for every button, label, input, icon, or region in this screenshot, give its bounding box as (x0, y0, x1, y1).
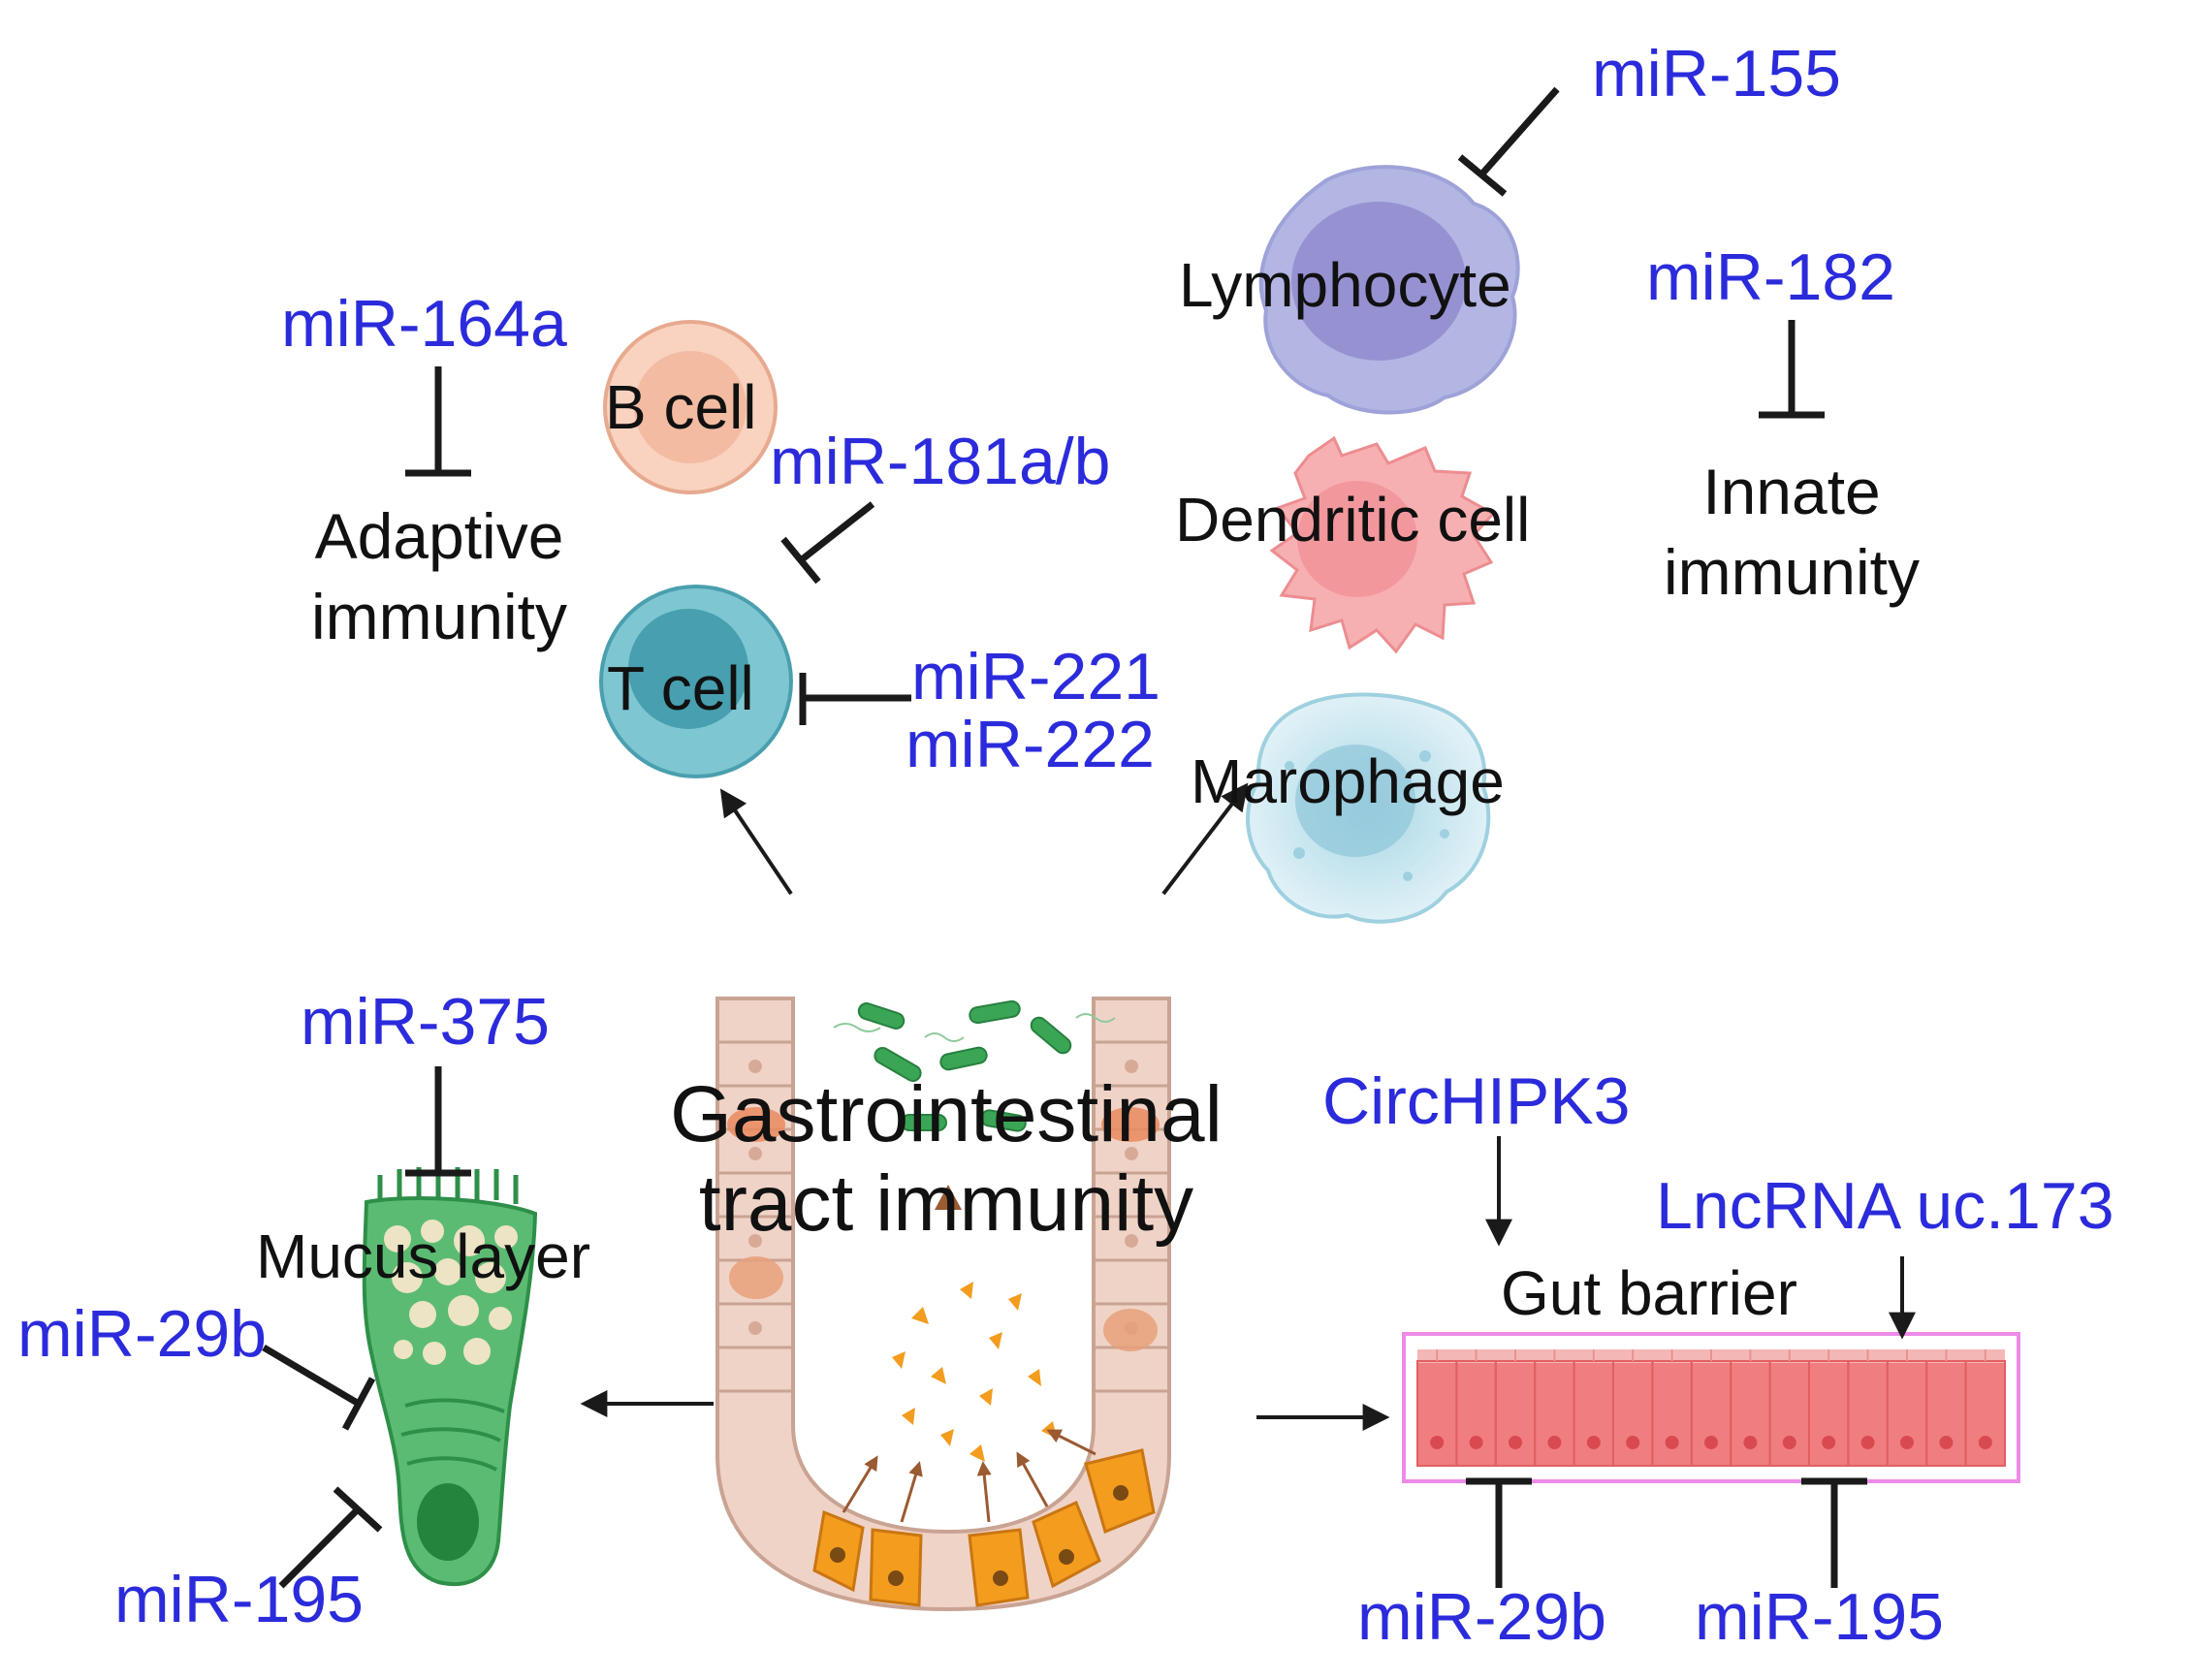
lncrna-label: LncRNA uc.173 (1656, 1169, 2114, 1243)
t-cell-icon (599, 585, 793, 778)
barrier-cell-nucleus (1586, 1436, 1601, 1449)
innate-immunity-label: Innate immunity (1629, 452, 1955, 612)
barrier-cell-nucleus (1860, 1436, 1875, 1449)
b-cell-icon (603, 320, 778, 494)
mir164a-label: miR-164a (281, 287, 567, 361)
lymphocyte-icon (1258, 165, 1520, 415)
mir182-label: miR-182 (1646, 240, 1895, 314)
activation-arrow-icon (580, 782, 1916, 1431)
mir195-left-label: miR-195 (114, 1563, 364, 1636)
b-cell-label: B cell (605, 372, 757, 442)
macrophage-label: Marophage (1191, 746, 1505, 816)
barrier-cell-nucleus (1743, 1436, 1758, 1449)
gut-barrier-label: Gut barrier (1501, 1258, 1797, 1328)
mir195-right-label: miR-195 (1695, 1580, 1944, 1654)
t-cell-label: T cell (607, 653, 754, 723)
innate-line-2: immunity (1663, 535, 1921, 608)
barrier-cell-nucleus (1626, 1436, 1640, 1449)
macrophage-icon (1246, 692, 1491, 924)
mir222-label: miR-222 (906, 708, 1155, 781)
dendritic-cell-label: Dendritic cell (1175, 485, 1531, 555)
title-line-1: Gastrointestinal (670, 1070, 1223, 1158)
mucus-layer-label: Mucus layer (256, 1221, 590, 1291)
mir181ab-label: miR-181a/b (770, 425, 1111, 498)
adaptive-line-2: immunity (310, 580, 568, 652)
barrier-cell-nucleus (1547, 1436, 1562, 1449)
barrier-cell-nucleus (1509, 1436, 1522, 1449)
barrier-cell-nucleus (1900, 1436, 1914, 1449)
mir375-label: miR-375 (301, 985, 550, 1059)
barrier-cell-nucleus (1430, 1436, 1445, 1449)
title-line-2: tract immunity (698, 1158, 1194, 1248)
gut-barrier-icon (1402, 1332, 2020, 1483)
barrier-cell-nucleus (1469, 1436, 1483, 1449)
villus-crypt-icon (715, 997, 1171, 1612)
mir29b-left-label: miR-29b (17, 1297, 267, 1371)
circhipk3-label: CircHIPK3 (1322, 1064, 1631, 1138)
goblet-cell-icon (362, 1167, 538, 1586)
bacterium-icon (857, 999, 1072, 1132)
mir221-label: miR-221 (911, 640, 1160, 713)
adaptive-immunity-label: Adaptive immunity (279, 496, 599, 656)
inhibition-bar-icon (262, 86, 1867, 1589)
barrier-cell-nucleus (1822, 1436, 1836, 1449)
barrier-cell-nucleus (1782, 1436, 1796, 1449)
adaptive-line-1: Adaptive (314, 500, 564, 572)
dendritic-cell-icon (1269, 435, 1496, 654)
innate-line-1: Innate (1702, 456, 1881, 527)
mir155-label: miR-155 (1592, 37, 1841, 111)
mir29b-right-label: miR-29b (1357, 1580, 1606, 1654)
lymphocyte-label: Lymphocyte (1179, 250, 1511, 320)
barrier-cell-nucleus (1978, 1436, 1992, 1449)
barrier-cell-nucleus (1939, 1436, 1954, 1449)
barrier-cell-nucleus (1665, 1436, 1679, 1449)
diagram-title: Gastrointestinal tract immunity (628, 1070, 1264, 1249)
barrier-cell-nucleus (1704, 1436, 1718, 1449)
